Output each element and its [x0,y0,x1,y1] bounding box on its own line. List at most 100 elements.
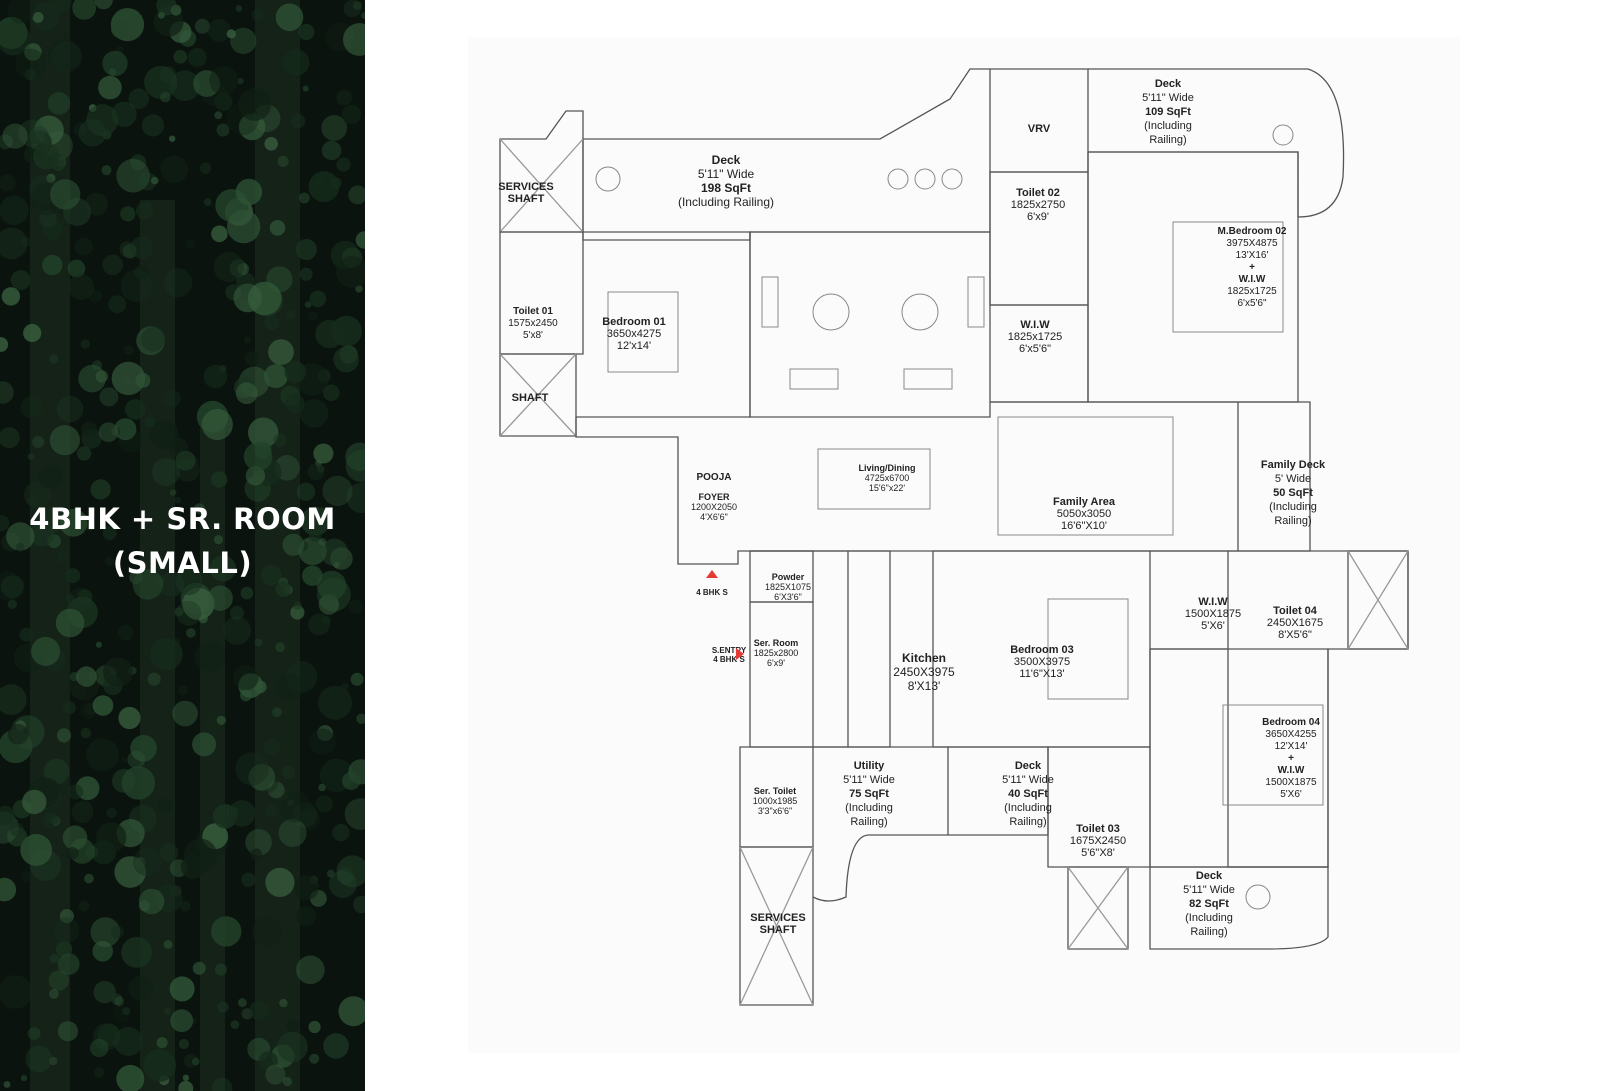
foliage [304,301,312,308]
foliage [116,158,150,193]
foliage [176,600,202,626]
room-label-line: Railing) [1274,515,1311,527]
foliage [68,273,95,300]
foliage [59,909,74,924]
foliage [174,497,181,504]
foliage [299,192,310,204]
foliage [348,599,363,614]
room-label-line: Kitchen [902,651,946,665]
room-label-line: VRV [1028,123,1051,135]
foliage [274,672,304,702]
foliage [134,265,150,280]
foliage [275,642,285,653]
room-label-line: Family Area [1053,496,1116,508]
foliage [23,323,42,343]
foliage [178,1038,189,1050]
room-label-line: 12'X14' [1275,741,1308,752]
foliage [0,877,17,902]
foliage [278,818,307,848]
foliage [277,155,289,167]
foliage [235,752,269,786]
floor-plan-drawing: Deck 5'11" Wide 198 SqFt (Including Railing… [498,68,1409,1006]
room-label-line: Toilet 03 [1076,823,1120,835]
foliage [216,123,230,137]
foliage [27,495,39,507]
foliage [233,665,259,691]
room-label-line: 198 SqFt [701,181,751,195]
foliage [93,981,116,1004]
foliage [200,162,212,174]
room-label-line: 4725x6700 [865,473,910,483]
foliage [132,569,164,600]
foliage [252,916,283,947]
foliage [110,19,130,39]
foliage [47,152,65,170]
foliage [336,255,365,288]
foliage [315,795,333,813]
foliage [250,848,262,861]
foliage [122,1007,131,1015]
foliage [90,1038,109,1058]
foliage [159,66,177,83]
foliage [296,955,325,985]
foliage [24,43,42,61]
foliage [106,807,117,818]
room-label-line: Deck [712,153,741,167]
foliage [241,872,256,887]
foliage [86,523,95,531]
foliage [302,565,323,586]
foliage [74,237,93,256]
foliage [2,123,28,149]
foliage [51,41,82,72]
foliage [298,808,321,831]
foliage [147,672,161,686]
foliage [346,482,365,513]
foliage [214,111,223,120]
room-label-line: M.Bedroom 02 [1218,226,1287,237]
foliage [0,337,9,352]
foliage [0,134,13,150]
room-label-line: (Including [1269,501,1317,513]
foliage [29,126,49,146]
foliage [233,283,262,313]
room-label-line: W.I.W [1278,765,1305,776]
room-label-shaft-left: SHAFT [512,392,549,404]
foliage [235,382,258,405]
foliage [0,515,10,532]
room-label-line: 5'11" Wide [1142,92,1194,104]
foliage [230,27,257,54]
room-label-line: 5'X6' [1280,789,1302,800]
foliage [94,0,113,10]
foliage [258,1051,278,1071]
foliage [169,976,195,1002]
forest-photo-panel: 4BHK + SR. ROOM (SMALL) [0,0,365,1091]
foliage [283,49,310,76]
foliage [313,443,334,464]
foliage [0,195,29,225]
foliage [20,834,53,866]
room-label-line: Family Deck [1261,459,1326,471]
foliage [210,555,236,582]
foliage [245,466,266,486]
foliage [326,869,335,878]
foliage [318,685,353,720]
foliage [238,998,247,1008]
furniture-outlines [595,124,1324,910]
foliage [29,521,55,547]
foliage [307,463,325,481]
foliage [294,875,319,901]
foliage [285,393,305,414]
foliage [279,790,312,823]
room-label-line: 16'6"X10' [1061,520,1107,532]
foliage [268,339,294,365]
foliage [163,940,173,949]
foliage [113,1027,143,1056]
foliage [345,442,365,472]
foliage [102,254,123,276]
foliage [125,399,146,420]
foliage [316,465,325,473]
